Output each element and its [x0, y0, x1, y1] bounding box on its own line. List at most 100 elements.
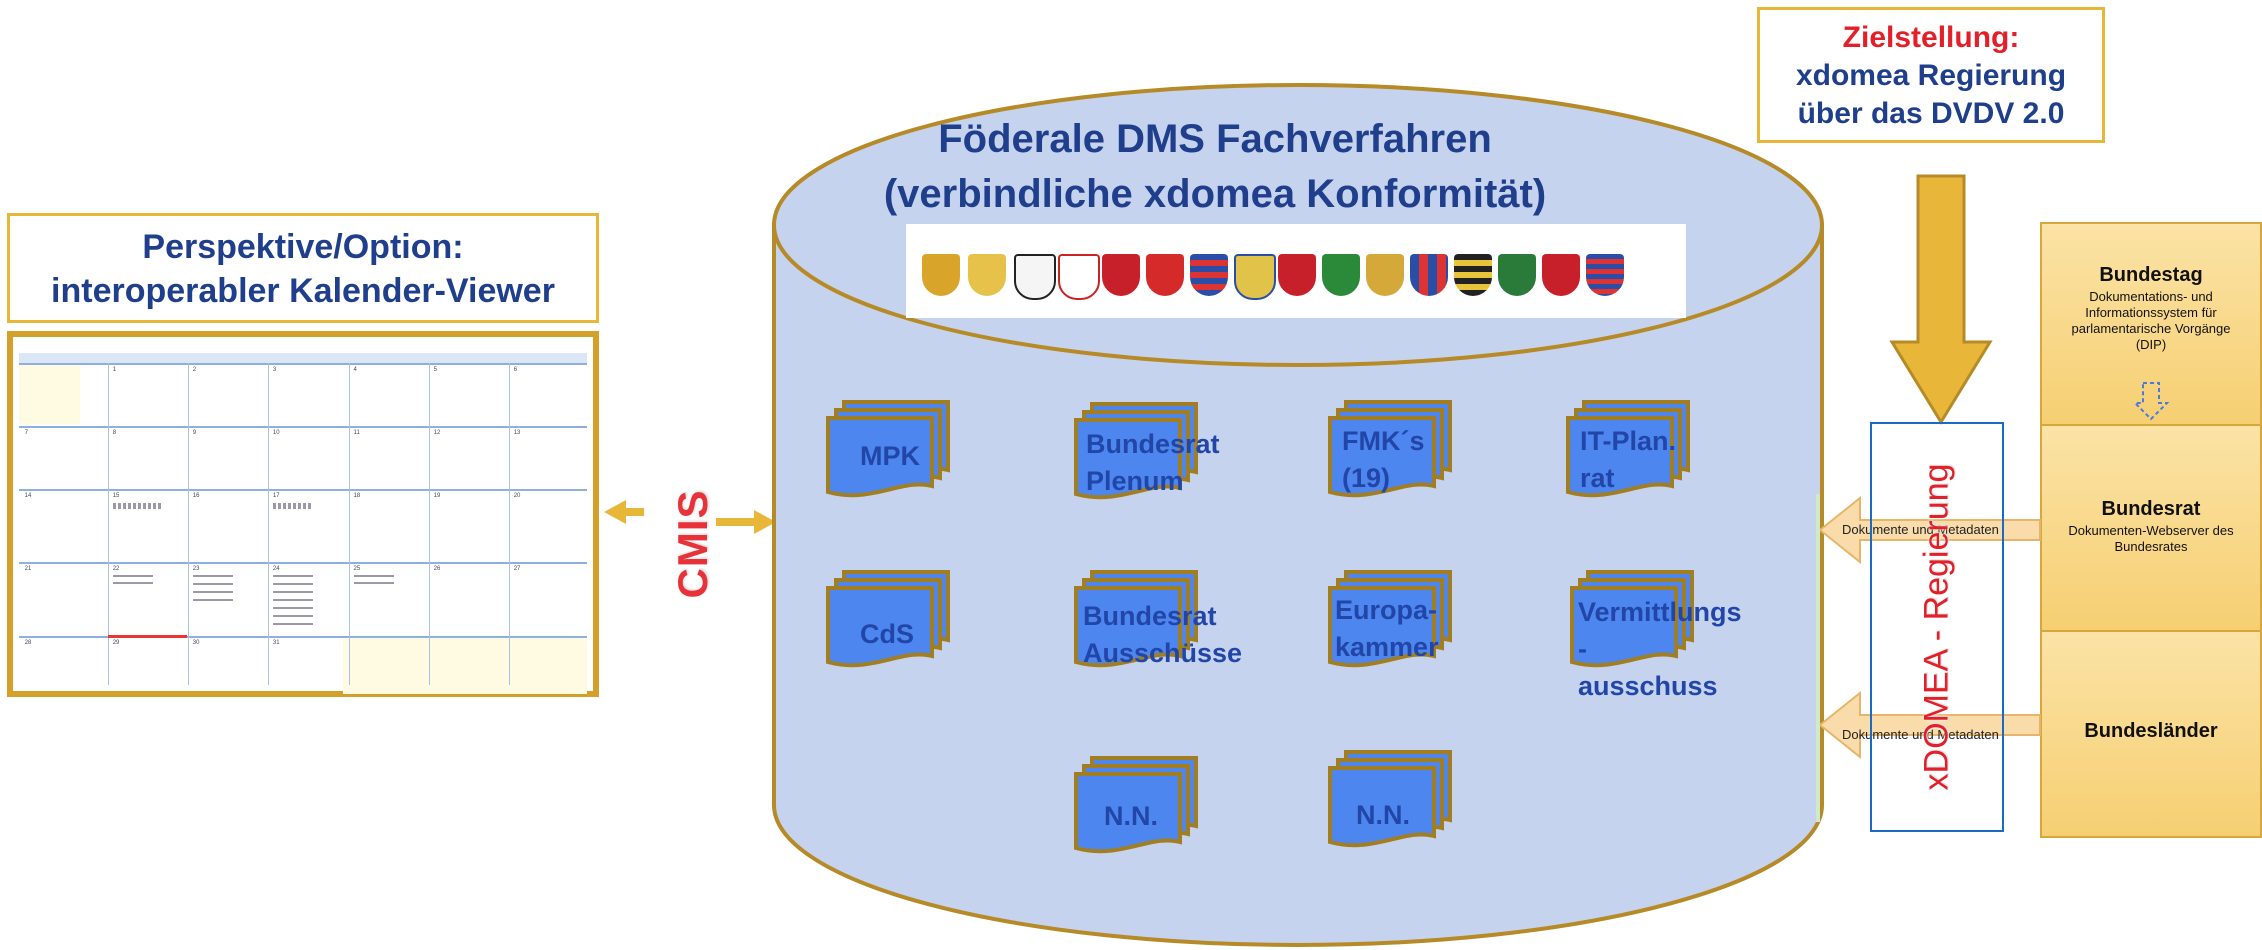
arrow-left-wide-icon [1818, 690, 2041, 760]
block-bundeslaender: Bundesländer [2040, 632, 2262, 838]
coat-of-arms-icon [1102, 254, 1140, 296]
cylinder-title-line2: (verbindliche xdomea Konformität) [883, 172, 1547, 216]
coat-of-arms-icon [1542, 254, 1580, 296]
arrow-label-top: Dokumente und Metadaten [1842, 522, 1999, 537]
bundeslaender-title: Bundesländer [2084, 720, 2218, 742]
doc-label-cds: CdS [860, 619, 914, 649]
calendar-today-marker [107, 635, 188, 638]
calendar-event-marker [353, 575, 394, 589]
zielstellung-line2: xdomea Regierung [1795, 59, 2067, 92]
calendar-day-number: 19 [433, 493, 441, 499]
calendar-cell-highlight [19, 364, 80, 424]
calendar-cell-highlight [343, 636, 587, 694]
calendar-day-number: 21 [24, 566, 32, 572]
calendar-day-number: 2 [192, 367, 197, 373]
coat-of-arms-icon [968, 254, 1006, 296]
cmis-arrows [604, 500, 776, 534]
calendar-day-number: 20 [513, 493, 521, 499]
calendar-row-line [19, 363, 587, 365]
doc-label-it-planungsrat: IT-Plan.rat [1580, 426, 1677, 493]
arrow-left-icon [604, 500, 644, 524]
arrow-right-icon [716, 510, 776, 534]
calendar-col-line [509, 363, 511, 685]
calendar-viewer-thumbnail: 1 2 3 4 5 6 7 8 9 10 11 12 13 14 15 16 1… [7, 331, 599, 697]
calendar-day-number: 31 [272, 640, 280, 646]
calendar-col-line [268, 363, 270, 685]
coat-of-arms-icon [1366, 254, 1404, 296]
coat-of-arms-icon [1014, 254, 1056, 300]
block-bundestag: Bundestag Dokumentations- und Informatio… [2040, 222, 2262, 426]
block-bundesrat: Bundesrat Dokumenten-Webserver des Bunde… [2040, 426, 2262, 632]
doc-label-nn-1: N.N. [1104, 801, 1158, 831]
perspective-title-box: Perspektive/Option: interoperabler Kalen… [7, 213, 599, 323]
data-flow-arrows [1818, 495, 2041, 760]
zielstellung-heading: Zielstellung: [1842, 21, 2020, 54]
coat-of-arms-icon [1234, 254, 1276, 300]
calendar-event-marker [272, 503, 313, 509]
coat-of-arms-icon [1146, 254, 1184, 296]
doc-label-nn-2: N.N. [1356, 800, 1410, 830]
calendar-day-number: 15 [112, 493, 120, 499]
coat-of-arms-icon [1190, 254, 1228, 296]
cylinder-title: Föderale DMS Fachverfahren (verbindliche… [840, 112, 1590, 222]
calendar-row-line [19, 562, 587, 564]
calendar-day-number: 24 [272, 566, 280, 572]
calendar-row-line [19, 426, 587, 428]
calendar-row-line [19, 489, 587, 491]
bundestag-title: Bundestag [2099, 264, 2203, 286]
coat-of-arms-icon [1322, 254, 1360, 296]
coat-of-arms-icon [1498, 254, 1536, 296]
calendar-event-marker [112, 503, 163, 509]
coat-of-arms-icon [1454, 254, 1492, 296]
calendar-day-number: 6 [513, 367, 518, 373]
calendar-day-number: 23 [192, 566, 200, 572]
calendar-day-number: 3 [272, 367, 277, 373]
arrow-left-wide-icon [1818, 495, 2041, 565]
state-crests-strip [906, 224, 1686, 318]
coat-of-arms-icon [1410, 254, 1448, 296]
calendar-day-number: 28 [24, 640, 32, 646]
cmis-label: CMIS [669, 489, 716, 599]
perspective-title-line2: interoperabler Kalender-Viewer [51, 272, 555, 310]
cmis-connector: CMIS [638, 480, 738, 599]
bundesrat-subtitle: Dokumenten-Webserver des Bundesrates [2068, 523, 2234, 554]
dashed-down-arrow-icon [2132, 382, 2170, 421]
arrow-label-bottom: Dokumente und Metadaten [1842, 727, 1999, 742]
calendar-day-number: 18 [353, 493, 361, 499]
calendar-day-number: 27 [513, 566, 521, 572]
calendar-day-number: 4 [353, 367, 357, 373]
calendar-day-number: 9 [192, 430, 197, 436]
doc-label-vermittlungsausschuss: Vermittlungs-ausschuss [1578, 597, 1742, 701]
calendar-day-number: 10 [272, 430, 280, 436]
calendar-day-number: 25 [353, 566, 361, 572]
calendar-day-number: 14 [24, 493, 32, 499]
calendar-day-number: 12 [433, 430, 441, 436]
calendar-day-number: 11 [353, 430, 360, 436]
green-edge-line [1816, 494, 1820, 822]
calendar-event-marker [192, 575, 233, 605]
down-arrow-icon [1889, 174, 1993, 425]
calendar-day-number: 8 [112, 430, 117, 436]
calendar-row-line [19, 636, 587, 638]
calendar-day-number: 30 [192, 640, 200, 646]
doc-label-mpk: MPK [860, 441, 920, 471]
bundesrat-title: Bundesrat [2101, 498, 2201, 520]
cylinder-title-line1: Föderale DMS Fachverfahren [938, 117, 1492, 161]
calendar-day-number: 1 [112, 367, 117, 373]
coat-of-arms-icon [1058, 254, 1100, 300]
doc-label-europakammer: Europa-kammer [1335, 595, 1439, 662]
calendar-event-marker [272, 575, 313, 631]
bundestag-subtitle: Dokumentations- und Informationssystem f… [2071, 289, 2231, 352]
calendar-day-number: 16 [192, 493, 200, 499]
calendar-day-number: 22 [112, 566, 120, 572]
perspective-title-line1: Perspektive/Option: [142, 228, 464, 266]
calendar-col-line [188, 363, 190, 685]
calendar-day-number: 26 [433, 566, 441, 572]
calendar-event-marker [112, 575, 153, 589]
cylinder-body [772, 223, 1824, 947]
calendar-day-number: 17 [272, 493, 280, 499]
xdomea-regierung-label: xDOMEA - Regierung [1917, 463, 1956, 791]
calendar-day-number: 13 [513, 430, 521, 436]
